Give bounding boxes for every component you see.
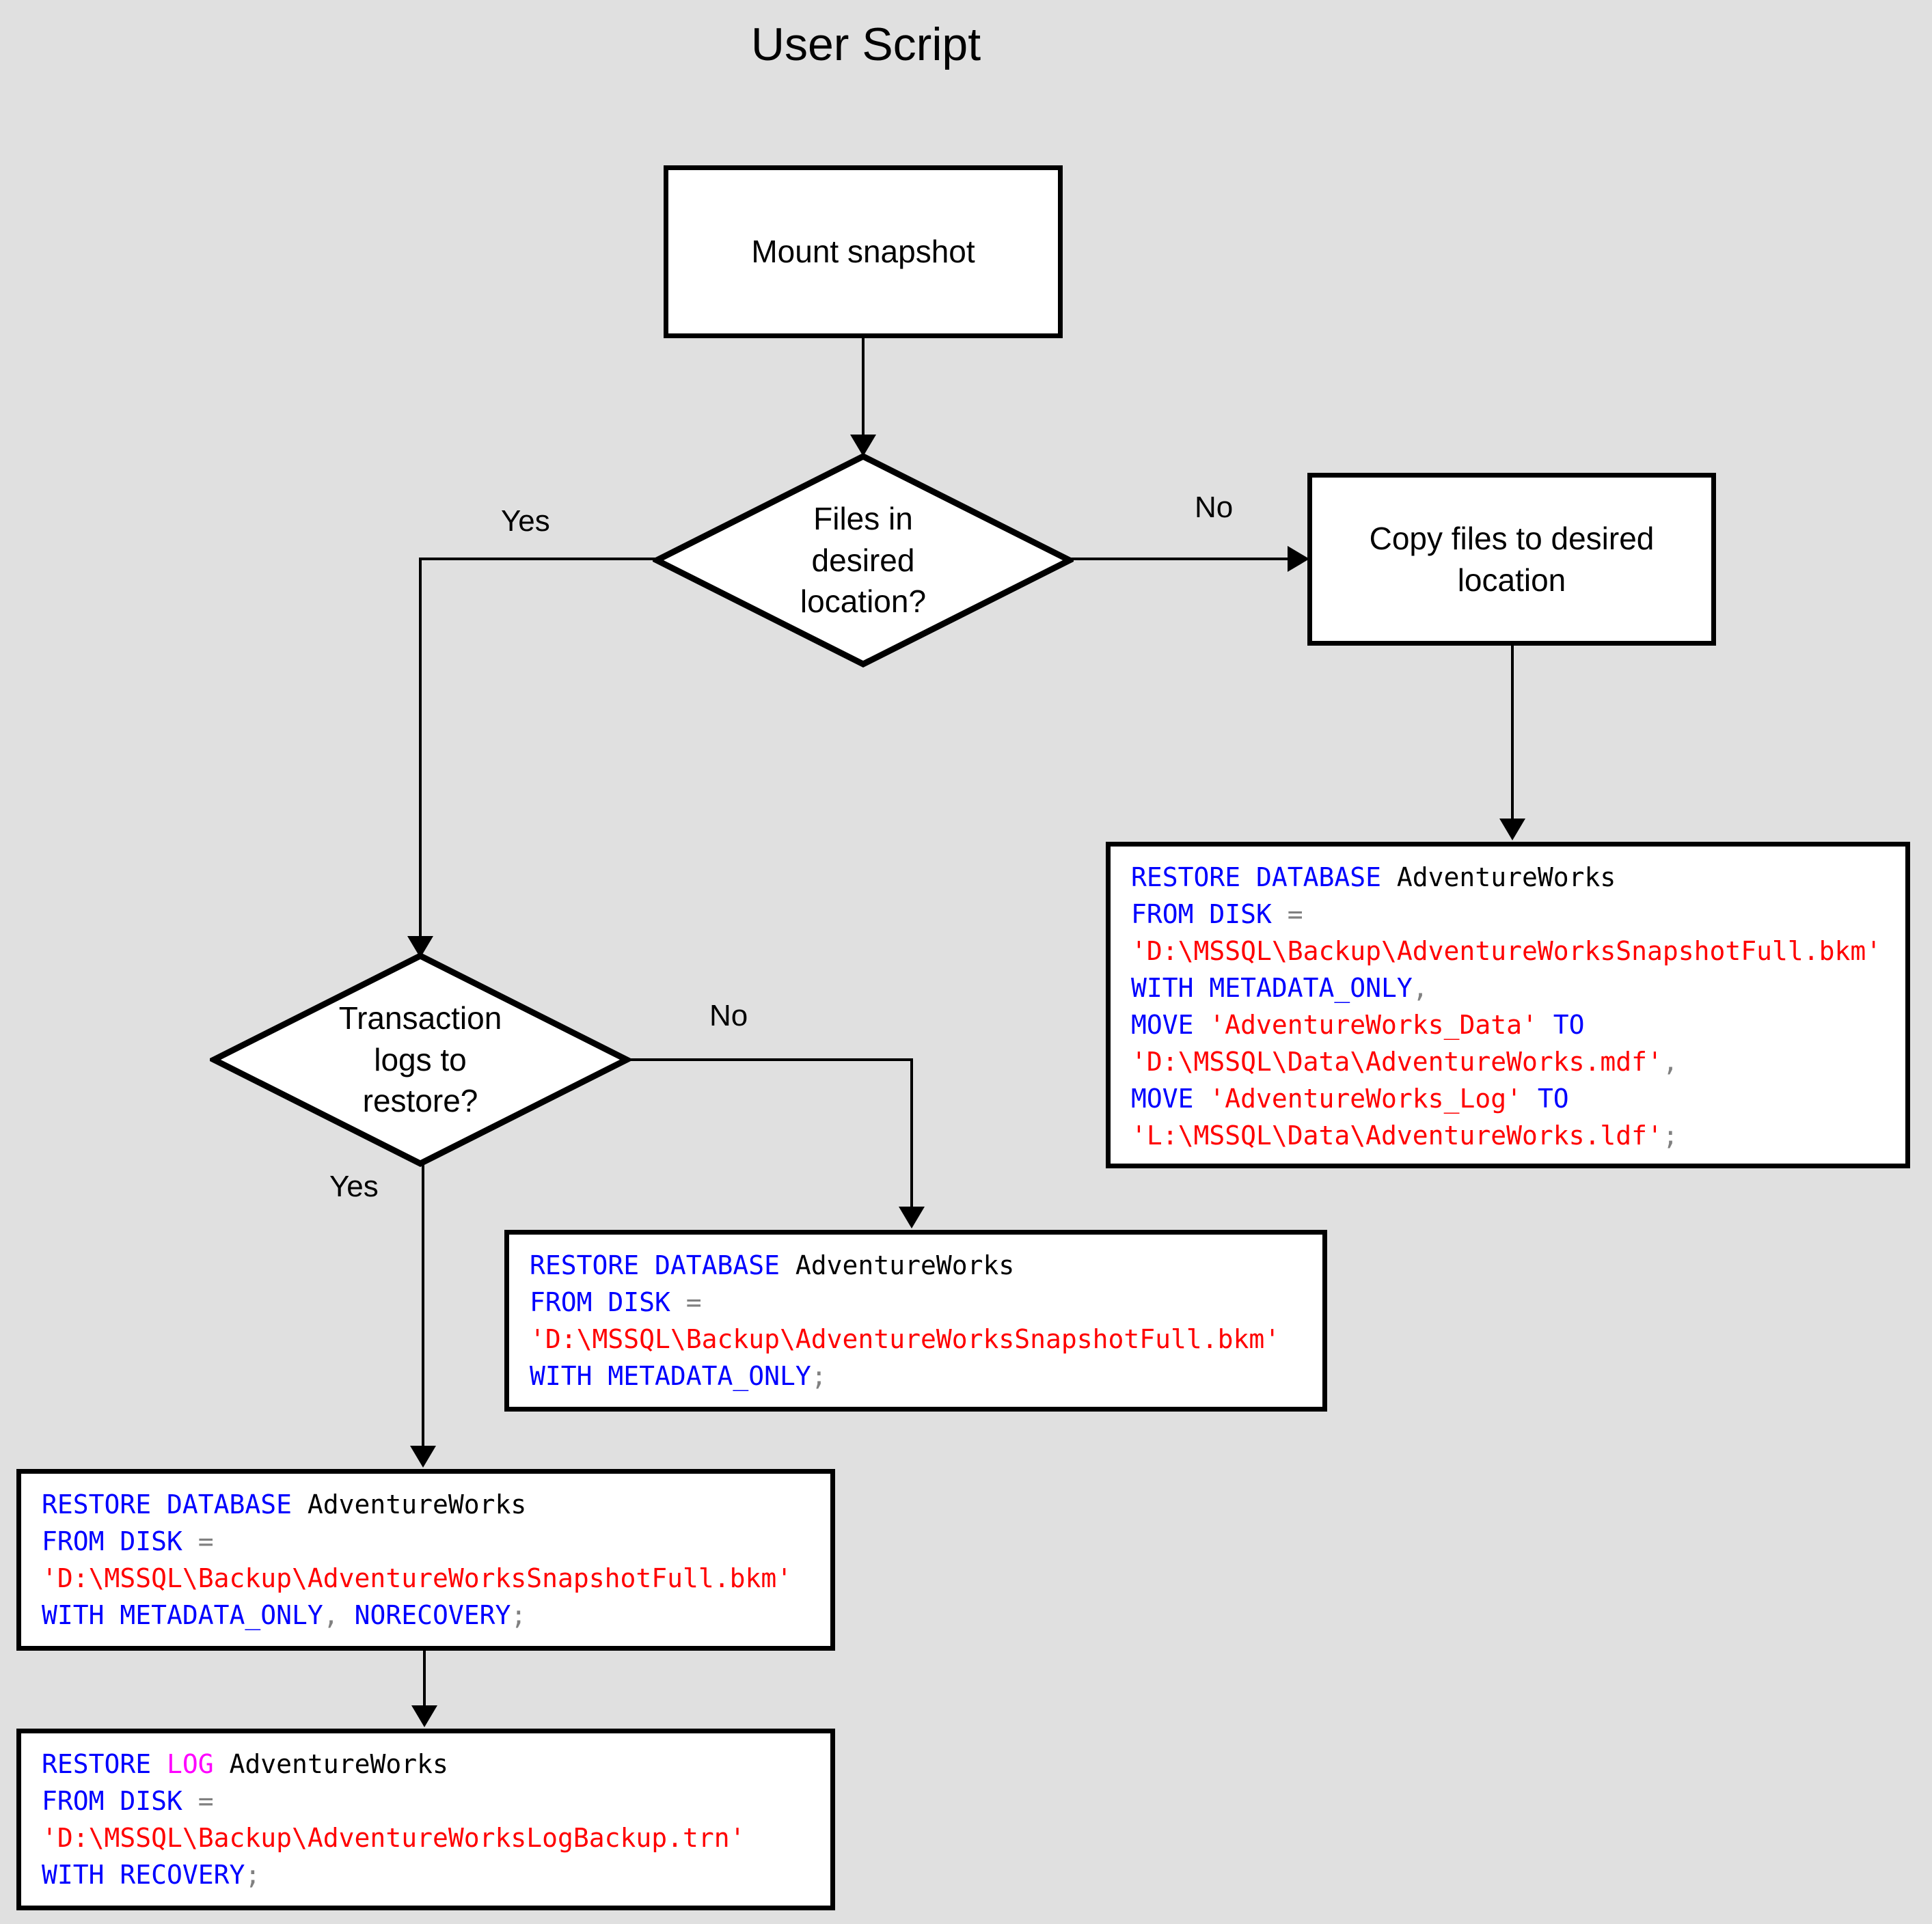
connector-logs-no-h: [628, 1058, 913, 1061]
decision-files-label: Files in desired location?: [800, 500, 927, 620]
connector-copy-to-code: [1511, 646, 1514, 820]
edge-label-logs-no: No: [709, 999, 748, 1032]
connector-files-yes-v: [419, 558, 422, 937]
arrowhead-mount-to-files: [850, 435, 876, 456]
connector-mount-to-files: [862, 338, 865, 437]
edge-label-logs-yes: Yes: [329, 1170, 379, 1203]
decision-files-in-desired-location: [653, 452, 1074, 668]
node-mount-snapshot: Mount snapshot: [664, 165, 1063, 338]
edge-label-files-no: No: [1195, 491, 1234, 524]
arrowhead-logs-no: [899, 1207, 925, 1228]
edge-label-files-yes: Yes: [501, 504, 550, 538]
connector-norecovery-to-log: [423, 1651, 426, 1707]
arrowhead-logs-yes: [410, 1446, 436, 1468]
arrowhead-copy-to-code: [1499, 819, 1525, 840]
connector-files-no-h: [1071, 558, 1289, 560]
node-mount-snapshot-label: Mount snapshot: [751, 234, 975, 270]
page-title: User Script: [750, 18, 981, 70]
arrowhead-norecovery-to-log: [411, 1705, 437, 1727]
connector-logs-no-v: [910, 1058, 913, 1208]
connector-logs-yes-v: [422, 1164, 424, 1447]
node-copy-files: Copy files to desired location: [1307, 473, 1716, 646]
arrowhead-files-no: [1288, 546, 1309, 572]
node-copy-files-label: Copy files to desired location: [1369, 520, 1655, 598]
connector-files-yes-h: [419, 558, 658, 560]
decision-logs-label: Transaction logs to restore?: [338, 1000, 502, 1119]
decision-transaction-logs: [210, 952, 631, 1168]
